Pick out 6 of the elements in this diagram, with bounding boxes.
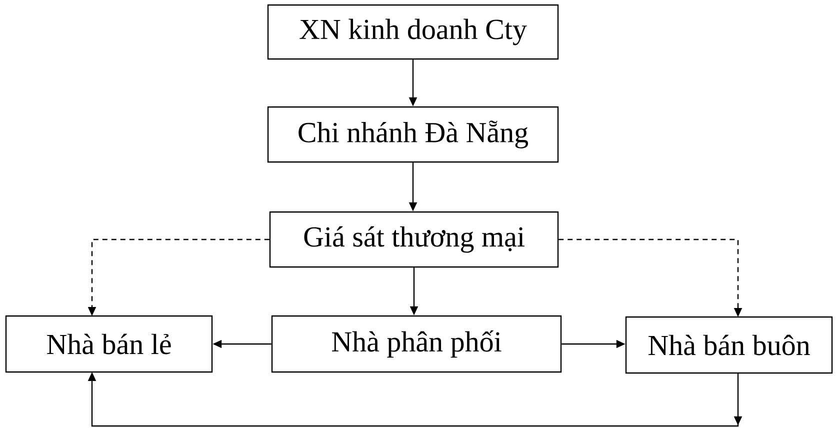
process-box: Giá sát thương mại — [269, 211, 559, 268]
process-box: Chi nhánh Đà Nẵng — [267, 106, 559, 163]
process-box: Nhà bán lẻ — [5, 315, 213, 373]
process-box: Nhà bán buôn — [625, 316, 833, 374]
process-box: Nhà phân phối — [271, 315, 562, 373]
process-box: XN kinh doanh Cty — [267, 4, 559, 60]
